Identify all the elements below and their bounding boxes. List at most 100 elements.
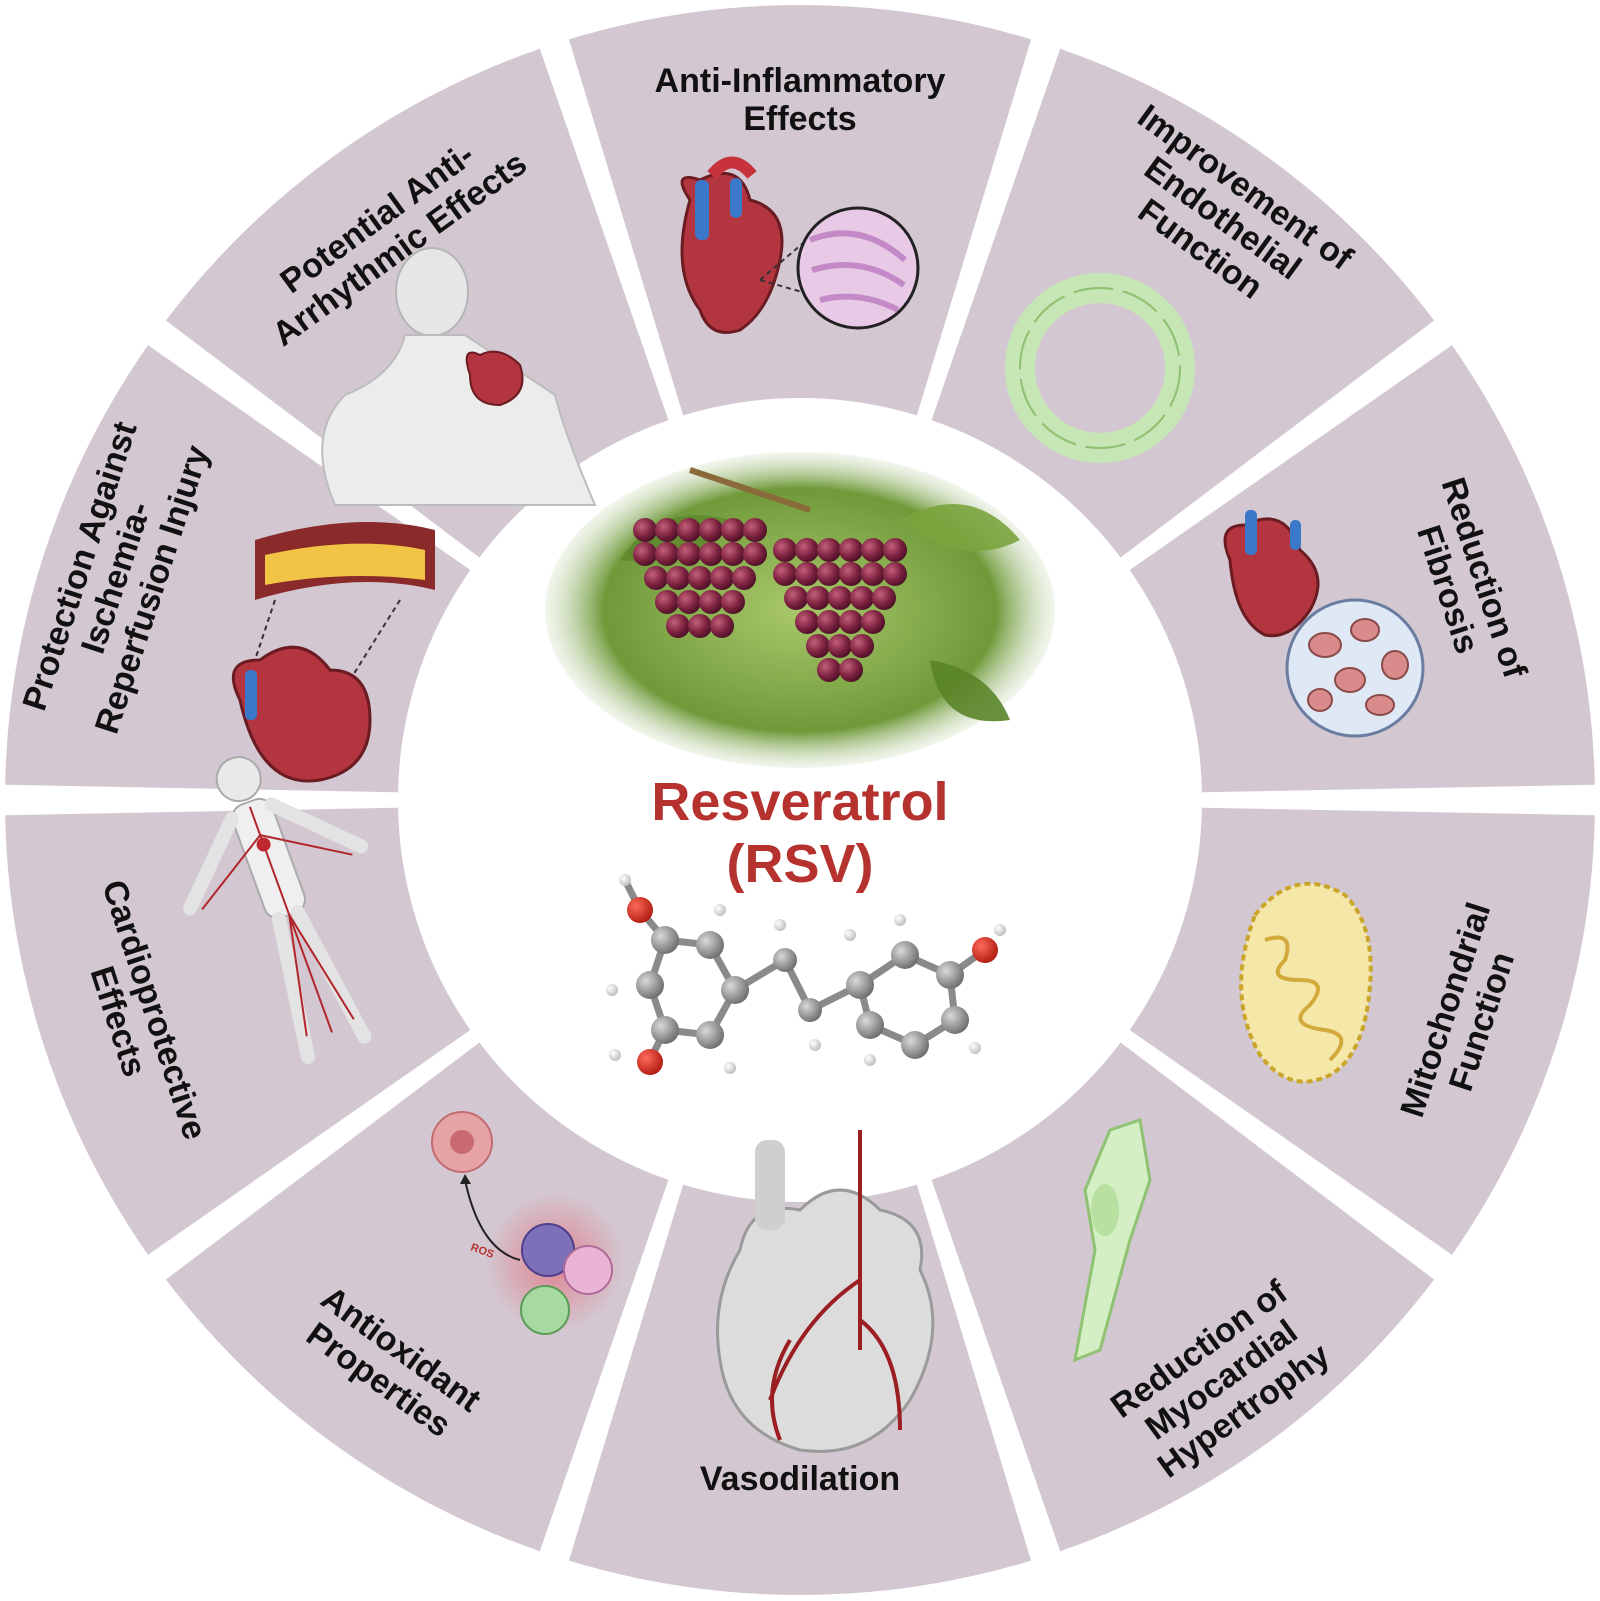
- grapes-on-vine-photo: [545, 452, 1055, 768]
- segment-label-line: Effects: [743, 100, 856, 138]
- grape-berry: [688, 614, 712, 638]
- molecule-atom: [864, 1054, 876, 1066]
- occluded-artery-heart-icon: [231, 522, 435, 783]
- molecule-atom: [724, 1062, 736, 1074]
- grape-berry: [817, 658, 841, 682]
- grape-berry: [817, 610, 841, 634]
- segment-antioxidant: [165, 1042, 669, 1552]
- grape-berry: [784, 586, 808, 610]
- grape-berry: [721, 590, 745, 614]
- molecule-atom: [969, 1042, 981, 1054]
- center-title-line1: Resveratrol: [651, 772, 948, 832]
- grape-berry: [839, 538, 863, 562]
- grape-berry: [677, 542, 701, 566]
- grape-berry: [817, 538, 841, 562]
- grape-berry: [633, 518, 657, 542]
- grape-berry: [795, 538, 819, 562]
- grape-berry: [710, 566, 734, 590]
- molecule-atom: [901, 1031, 929, 1059]
- segment-label-vasodilation: Vasodilation: [700, 1460, 900, 1498]
- grape-berry: [773, 538, 797, 562]
- grape-berry: [677, 518, 701, 542]
- grape-berry: [644, 566, 668, 590]
- grape-berry: [655, 542, 679, 566]
- grape-berry: [850, 634, 874, 658]
- resveratrol-ball-and-stick-molecule: [606, 874, 1006, 1075]
- fibrotic-heart-icon: [1223, 510, 1425, 738]
- grape-berry: [839, 562, 863, 586]
- grape-berry: [688, 566, 712, 590]
- grape-berry: [839, 658, 863, 682]
- molecule-atom: [809, 1039, 821, 1051]
- grape-berry: [861, 562, 885, 586]
- molecule-atom: [619, 874, 631, 886]
- cardiomyocyte-icon: [1073, 1118, 1152, 1363]
- grape-berry: [666, 566, 690, 590]
- molecule-atom: [894, 914, 906, 926]
- molecule-atom: [721, 976, 749, 1004]
- grape-berry: [710, 614, 734, 638]
- grape-berry: [743, 542, 767, 566]
- grape-berry: [655, 590, 679, 614]
- human-circulatory-system-icon: [183, 756, 372, 1065]
- molecule-atom: [891, 941, 919, 969]
- segment-label-line: Anti-Inflammatory: [655, 62, 946, 100]
- grape-berry: [721, 542, 745, 566]
- grape-berry: [795, 610, 819, 634]
- molecule-atom: [972, 937, 998, 963]
- grape-berry: [828, 586, 852, 610]
- molecule-atom: [846, 971, 874, 999]
- grape-berry: [721, 518, 745, 542]
- grape-berry: [732, 566, 756, 590]
- grape-berry: [839, 610, 863, 634]
- grape-berry: [699, 590, 723, 614]
- endothelial-cell-ring-icon: [1005, 273, 1195, 463]
- molecule-atom: [696, 931, 724, 959]
- molecule-atom: [627, 897, 653, 923]
- grape-berry: [883, 562, 907, 586]
- molecule-atom: [798, 998, 822, 1022]
- grape-berry: [773, 562, 797, 586]
- grape-berry: [666, 614, 690, 638]
- molecule-atom: [696, 1021, 724, 1049]
- segment-fibrosis: [1129, 345, 1595, 793]
- molecule-atom: [856, 1011, 884, 1039]
- molecule-atom: [636, 971, 664, 999]
- molecule-atom: [936, 961, 964, 989]
- segment-label-line: Vasodilation: [700, 1460, 900, 1498]
- grape-berry: [872, 586, 896, 610]
- grape-berry: [655, 518, 679, 542]
- mitochondrion-icon: [1239, 881, 1373, 1084]
- center-title-line2: (RSV): [727, 834, 874, 894]
- grape-berry: [861, 610, 885, 634]
- grape-berry: [806, 586, 830, 610]
- molecule-atom: [844, 929, 856, 941]
- grape-berry: [795, 562, 819, 586]
- molecule-atom: [637, 1049, 663, 1075]
- grape-berry: [883, 538, 907, 562]
- grape-berry: [850, 586, 874, 610]
- heart-coronary-arteries-icon: [716, 1130, 935, 1453]
- grape-berry: [861, 538, 885, 562]
- molecule-atom: [609, 1049, 621, 1061]
- molecule-atom: [651, 926, 679, 954]
- grape-berry: [699, 518, 723, 542]
- person-with-pacemaker-icon: [321, 247, 597, 506]
- molecule-atom: [994, 924, 1006, 936]
- segment-anti-inflammatory: [568, 5, 1032, 416]
- segment-hypertrophy: [931, 1042, 1435, 1552]
- molecule-atom: [774, 919, 786, 931]
- segment-mitochondrial: [1129, 807, 1595, 1255]
- molecule-atom: [714, 904, 726, 916]
- grape-berry: [677, 590, 701, 614]
- molecule-atom: [606, 984, 618, 996]
- grape-berry: [828, 634, 852, 658]
- grape-berry: [817, 562, 841, 586]
- molecule-atom: [773, 948, 797, 972]
- heart-with-tissue-inset-icon: [680, 156, 920, 334]
- molecule-atom: [651, 1016, 679, 1044]
- grape-berry: [699, 542, 723, 566]
- immune-cells-ros-icon: ROS: [431, 1111, 625, 1335]
